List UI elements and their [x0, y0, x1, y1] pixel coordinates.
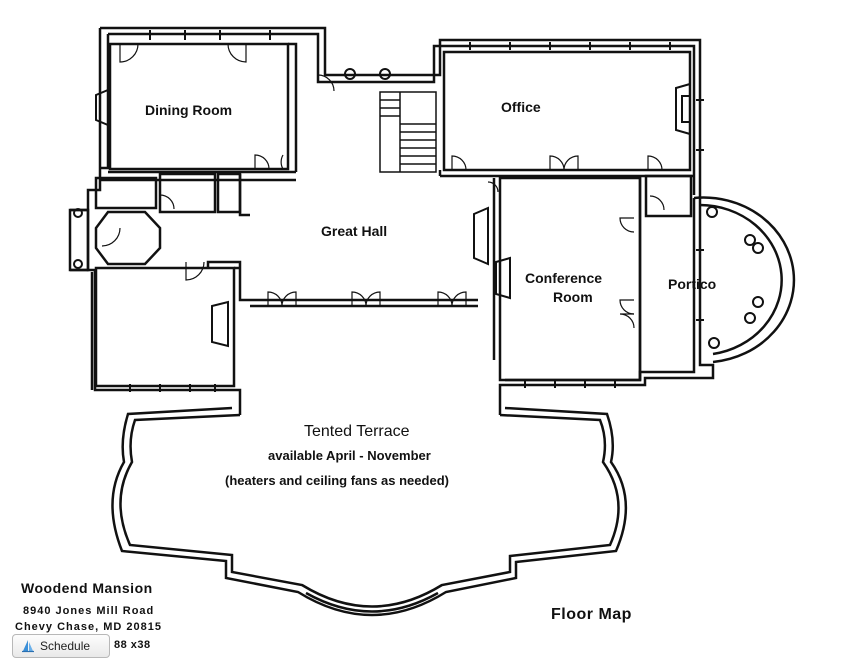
portico-label: Portico	[668, 276, 717, 292]
dining-room-label: Dining Room	[145, 102, 233, 118]
great-hall-label: Great Hall	[321, 223, 388, 239]
stairs	[379, 91, 437, 173]
venue-address-line2: Chevy Chase, MD 20815	[15, 621, 162, 633]
terrace-availability: available April - November	[268, 448, 431, 463]
columns	[73, 68, 764, 349]
conference-room-walls	[492, 174, 693, 382]
schedule-button-label: Schedule	[40, 639, 91, 653]
outer-walls	[86, 26, 715, 415]
terrace-outline	[111, 406, 628, 617]
conference-room-label-line1: Conference	[525, 270, 603, 286]
great-hall-south-wall	[250, 298, 478, 308]
conference-room-label-line2: Room	[553, 289, 593, 305]
schedule-button[interactable]: Schedule	[12, 634, 110, 658]
lower-left-room-walls	[94, 260, 250, 388]
venue-name: Woodend Mansion	[21, 580, 153, 596]
closets	[68, 172, 250, 272]
floor-map-title: Floor Map	[551, 606, 632, 623]
dining-room-walls	[100, 42, 298, 182]
fireplaces	[95, 82, 691, 348]
terrace-title: Tented Terrace	[304, 423, 410, 440]
sail-icon	[22, 640, 34, 653]
door-swings	[101, 43, 665, 329]
office-walls	[438, 50, 694, 178]
venue-address-line1: 8940 Jones Mill Road	[23, 605, 155, 617]
portico-walls	[693, 196, 796, 364]
terrace-note: (heaters and ceiling fans as needed)	[225, 473, 449, 488]
window-marks	[129, 30, 704, 392]
size-label: 88 x38	[114, 639, 151, 651]
office-label: Office	[501, 99, 541, 115]
